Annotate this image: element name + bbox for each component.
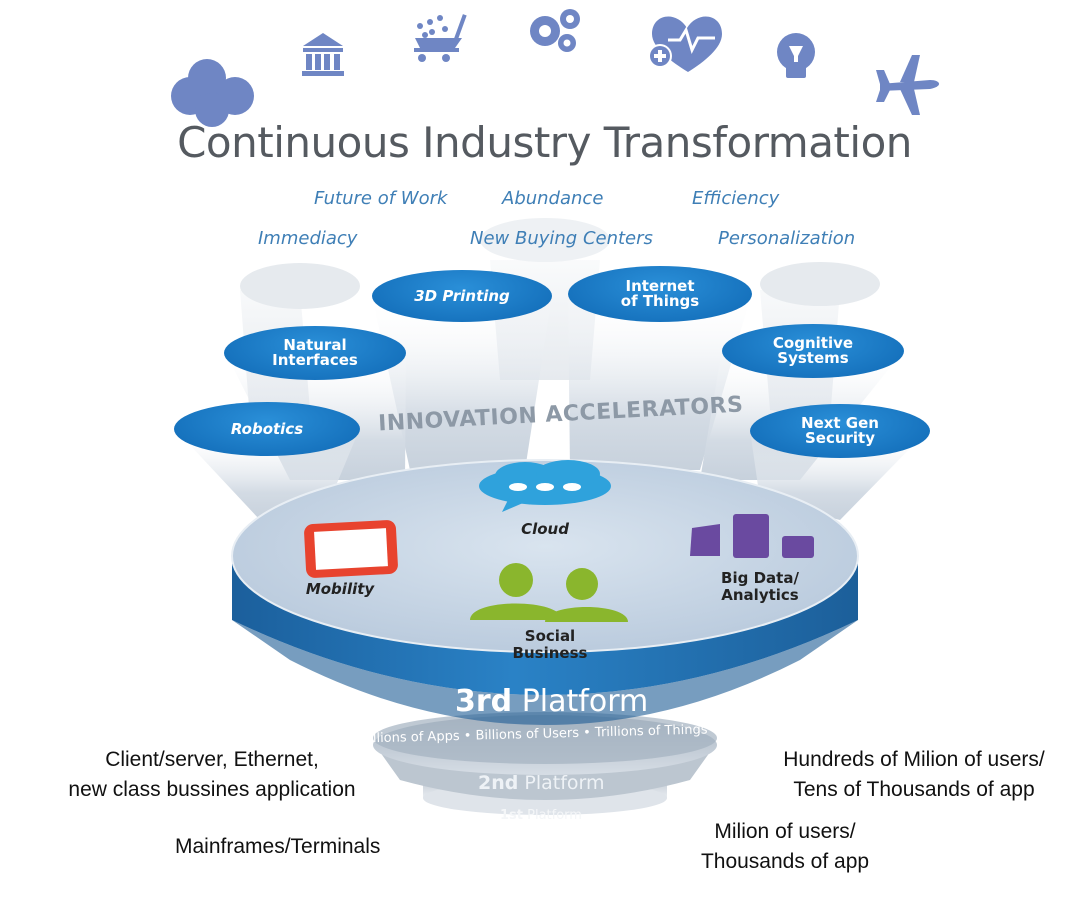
- platform-1-rest: Platform: [527, 808, 582, 823]
- note-milion-of-users: Milion of users/ Thousands of app: [690, 817, 880, 877]
- trend-abundance: Abundance: [502, 188, 604, 209]
- cognitive-label-line2: Systems: [777, 349, 849, 367]
- accelerator-robotics: Robotics: [174, 402, 360, 456]
- robotics-label: Robotics: [230, 419, 304, 438]
- platform-2-label: 2nd Platform: [478, 772, 605, 794]
- note-client-server: Client/server, Ethernet, new class bussi…: [62, 745, 362, 805]
- iot-label-line2: of Things: [620, 292, 700, 310]
- currency-icon: [171, 59, 254, 127]
- note-client-server-line1: Client/server, Ethernet,: [105, 748, 319, 771]
- platform-3-disc: [231, 459, 859, 725]
- pillar-social-label: Social Business: [500, 628, 600, 662]
- note-hundreds-of-milion: Hundreds of Milion of users/ Tens of Tho…: [774, 745, 1054, 805]
- security-label-line1: Next Gen: [801, 414, 879, 432]
- airplane-icon: [876, 55, 940, 115]
- accelerator-natural-interfaces: Natural Interfaces: [224, 326, 406, 380]
- accelerator-3d-printing: 3D Printing: [372, 270, 552, 322]
- trend-new-buying-centers: New Buying Centers: [470, 228, 653, 249]
- note-mainframes: Mainframes/Terminals: [175, 835, 381, 858]
- bigdata-line2: Analytics: [721, 586, 799, 604]
- note-milion-line1: Milion of users/: [714, 820, 856, 843]
- note-hundreds-line1: Hundreds of Milion of users/: [783, 748, 1045, 771]
- platform-3-label: 3rd Platform: [455, 684, 648, 719]
- natural-label-line2: Interfaces: [272, 351, 358, 369]
- trend-efficiency: Efficiency: [692, 188, 780, 209]
- platform-2-disc: [373, 712, 717, 800]
- platform-1-bold: 1st: [500, 808, 523, 823]
- trend-personalization: Personalization: [718, 228, 856, 249]
- social-line2: Business: [512, 644, 588, 662]
- analytics-icon: [690, 514, 814, 558]
- note-client-server-line2: new class bussines application: [68, 778, 356, 801]
- accelerator-internet-of-things: Internet of Things: [568, 266, 752, 322]
- platform-2-rest: Platform: [524, 772, 605, 794]
- accelerator-cognitive-systems: Cognitive Systems: [722, 324, 904, 378]
- social-line1: Social: [524, 627, 576, 645]
- natural-label-line1: Natural: [283, 336, 347, 354]
- shopping-cart-icon: [414, 14, 467, 62]
- trend-immediacy: Immediacy: [258, 228, 358, 249]
- accelerator-3d-printing-label: 3D Printing: [414, 286, 510, 305]
- gears-icon: [530, 9, 580, 52]
- lightbulb-icon: [777, 33, 815, 78]
- security-label-line2: Security: [804, 429, 876, 447]
- note-hundreds-line2: Tens of Thousands of app: [793, 778, 1035, 801]
- cloud-icon: [479, 460, 611, 512]
- mobility-icon: [304, 520, 398, 578]
- iot-label-line1: Internet: [625, 277, 695, 295]
- health-icon: [648, 16, 722, 72]
- note-milion-line2: Thousands of app: [700, 850, 870, 873]
- page-title: Continuous Industry Transformation: [177, 118, 912, 167]
- cognitive-label-line1: Cognitive: [772, 334, 854, 352]
- pillar-mobility-label: Mobility: [305, 580, 375, 598]
- pillar-cloud-label: Cloud: [521, 520, 569, 538]
- pillar-bigdata-label: Big Data/ Analytics: [700, 570, 820, 604]
- platform-3-rest: Platform: [521, 684, 649, 719]
- platform-3-bold: 3rd: [455, 684, 513, 719]
- platform-2-bold: 2nd: [478, 772, 519, 794]
- accelerator-next-gen-security: Next Gen Security: [750, 404, 930, 458]
- bank-icon: [302, 33, 344, 76]
- social-icon: [470, 563, 628, 622]
- platform-1-label: 1st Platform: [500, 808, 582, 823]
- bigdata-line1: Big Data/: [721, 569, 799, 587]
- trend-future-of-work: Future of Work: [314, 188, 448, 209]
